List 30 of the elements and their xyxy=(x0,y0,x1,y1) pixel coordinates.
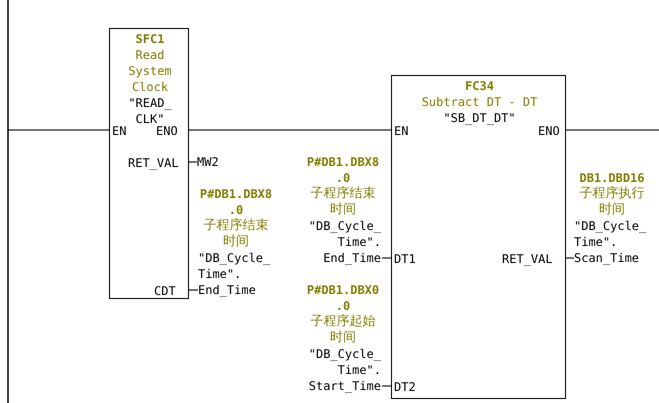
pin-label: EN xyxy=(112,123,126,139)
block-number: SFC1 xyxy=(134,31,166,47)
pin-label: ENO xyxy=(538,123,560,139)
address-text: P#DB1.DBX8 .0 xyxy=(306,154,380,186)
symbol-text: "DB_Cycle_ Time". Start_Time xyxy=(308,346,381,394)
comment-text: 子程序执行时间 xyxy=(578,186,646,218)
pin-label: RET_VAL xyxy=(128,155,179,171)
comment-text: 子程序起始时间 xyxy=(310,314,376,346)
pin-label: CDT xyxy=(154,283,176,299)
pin-label: ENO xyxy=(156,124,178,139)
function-block xyxy=(109,28,189,299)
pin-label: DT1 xyxy=(394,251,416,267)
symbol-text: "DB_Cycle_ Time". End_Time xyxy=(308,218,381,266)
pin-label: EN xyxy=(394,123,408,139)
symbol-text: "DB_Cycle_ Time". Scan_Time xyxy=(574,218,648,266)
address-text: P#DB1.DBX8 .0 xyxy=(198,186,274,218)
comment-text: 子程序结束时间 xyxy=(202,218,270,250)
address-text: DB1.DBD16 xyxy=(578,170,646,186)
comment-text: 子程序结束时间 xyxy=(310,186,376,218)
operand-text: MW2 xyxy=(197,154,219,170)
symbol-text: "DB_Cycle_ Time". End_Time xyxy=(198,250,272,298)
function-block xyxy=(391,75,566,399)
pin-label: DT2 xyxy=(394,379,416,395)
block-title: Read System Clock xyxy=(127,47,173,95)
address-text: P#DB1.DBX0 .0 xyxy=(306,282,380,314)
pin-label: RET_VAL xyxy=(502,251,553,267)
block-symbol: "READ_ CLK" xyxy=(127,95,173,126)
block-symbol: "SB_DT_DT" xyxy=(442,110,517,126)
block-title: Subtract DT - DT xyxy=(420,94,538,110)
block-number: FC34 xyxy=(464,78,495,94)
